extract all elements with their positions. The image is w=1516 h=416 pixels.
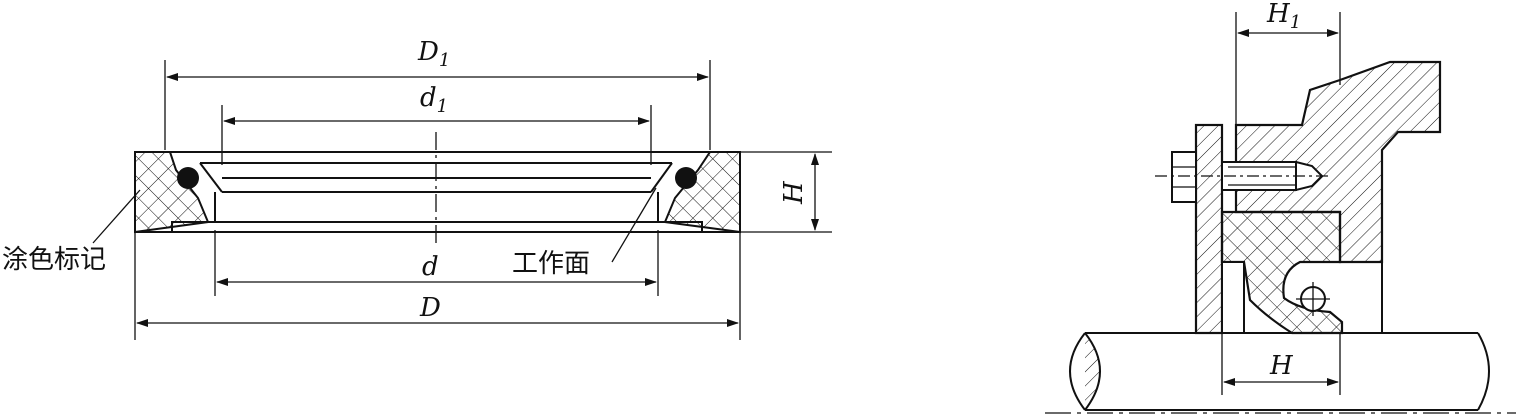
shaft	[1045, 332, 1516, 414]
right-view: H1 H	[1045, 0, 1516, 414]
paint-mark-leader	[92, 189, 141, 244]
label-H: H	[779, 180, 809, 205]
working-face-leader	[611, 187, 657, 263]
left-view: D1 d1 d D H 涂色标记 工作面	[2, 37, 832, 340]
label-d: d	[422, 252, 439, 282]
label-H-right: H	[1269, 351, 1294, 381]
seal-cross-section	[134, 151, 741, 234]
seal-insert	[1221, 261, 1245, 334]
bolt	[1155, 151, 1330, 203]
cover-plate	[1194, 123, 1224, 335]
label-H1: H1	[1266, 0, 1301, 33]
extension-lines	[134, 60, 832, 340]
label-working-face: 工作面	[512, 249, 590, 279]
label-D1: D1	[417, 37, 450, 71]
label-d1: d1	[420, 83, 448, 117]
label-paint-mark: 涂色标记	[2, 245, 106, 275]
label-D: D	[419, 293, 441, 323]
